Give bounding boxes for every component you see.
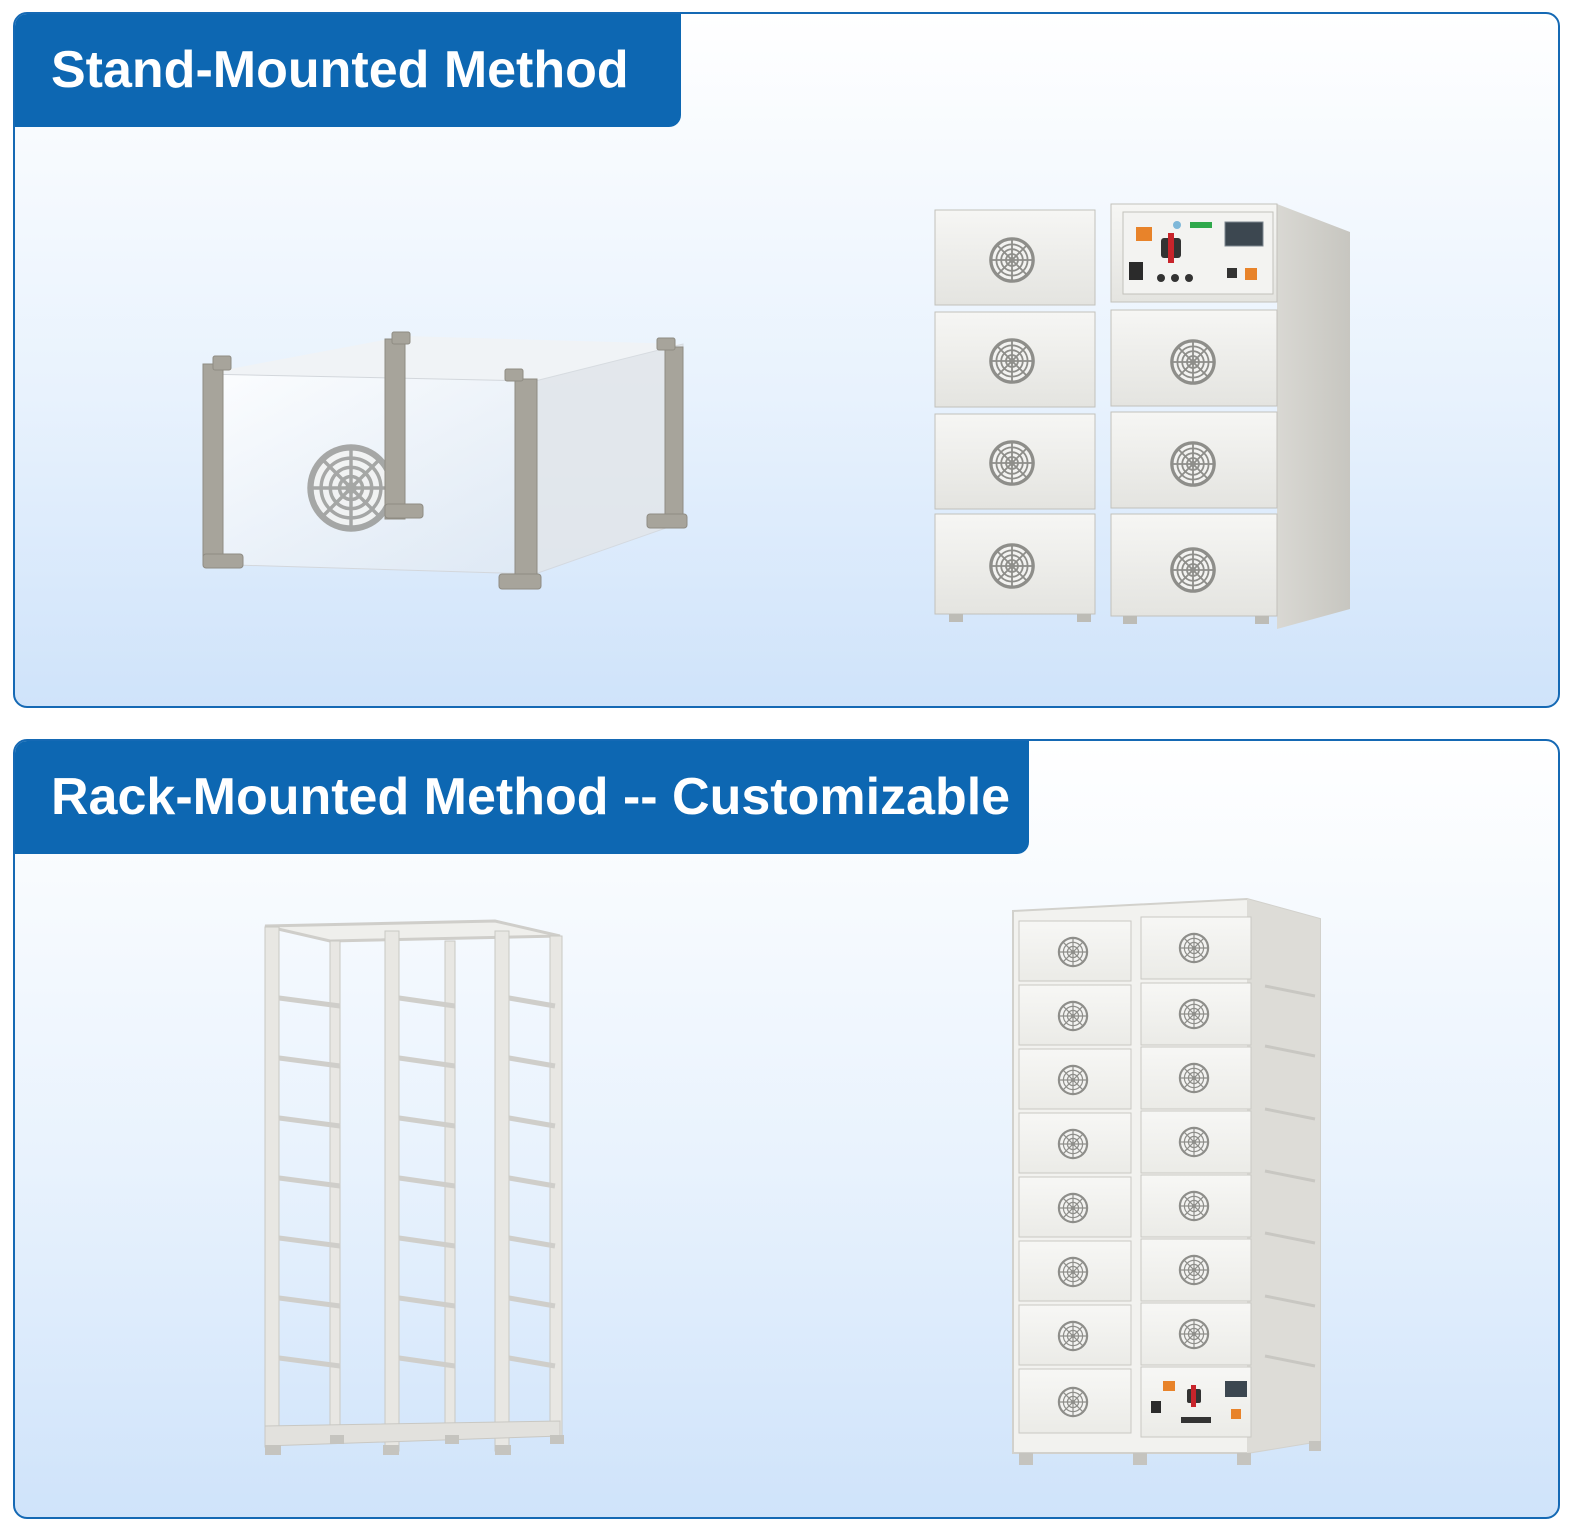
populated-rack-illustration (1012, 897, 1321, 1465)
rotary-switch-icon (1161, 233, 1181, 263)
bracketed-module-illustration (202, 331, 688, 590)
display-screen-icon (1224, 221, 1264, 247)
section-title-stand-mounted: Stand-Mounted Method (15, 14, 681, 127)
stand-mounted-illustration (202, 203, 1350, 629)
rack-mounted-illustration (264, 897, 1321, 1465)
empty-rack-frame-illustration (264, 919, 564, 1455)
stand-mounted-panel: Stand-Mounted Method (13, 12, 1560, 708)
rack-mounted-panel: Rack-Mounted Method -- Customizable (13, 739, 1560, 1519)
stacked-battery-illustration (934, 203, 1350, 629)
section-title-rack-mounted: Rack-Mounted Method -- Customizable (15, 741, 1029, 854)
fan-grille-icon (305, 442, 397, 534)
